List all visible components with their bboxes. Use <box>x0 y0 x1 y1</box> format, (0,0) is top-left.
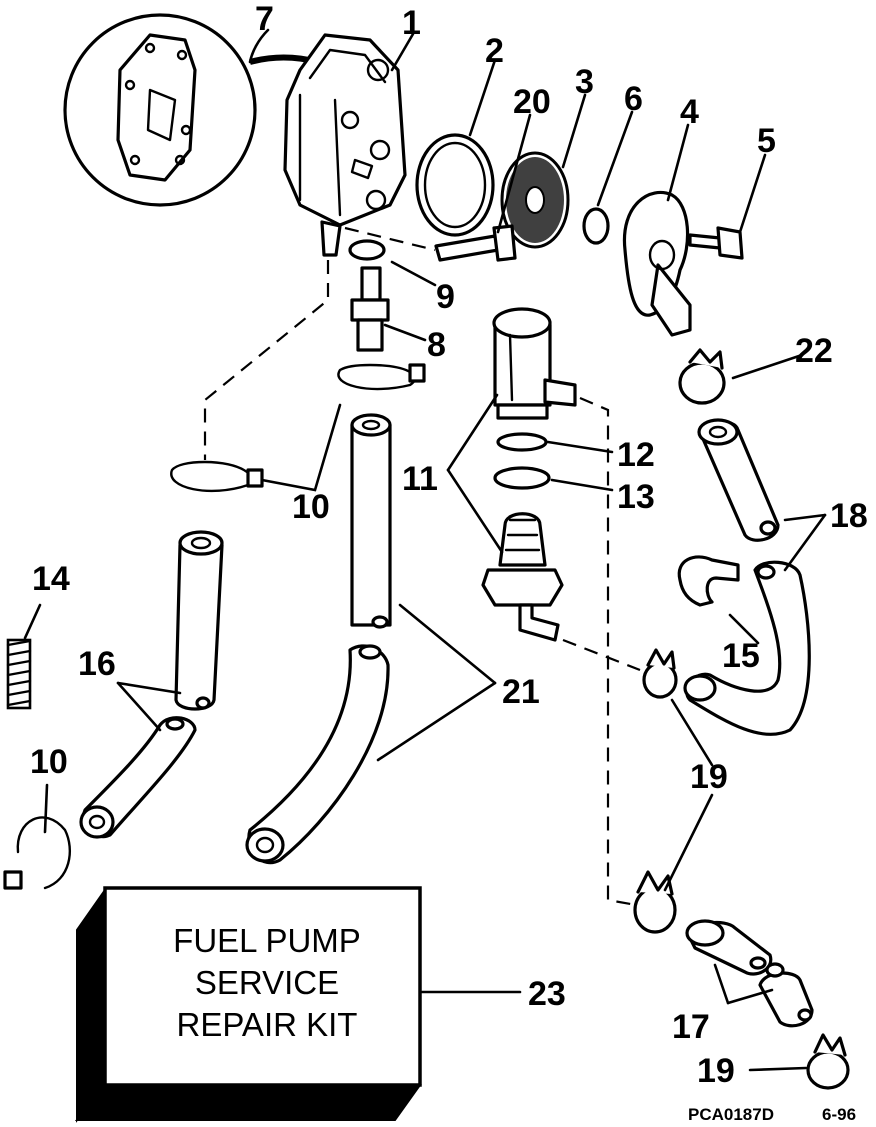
large-o-ring <box>415 133 495 237</box>
kit-label-line3: REPAIR KIT <box>177 1006 358 1043</box>
callout-numbers: 1 2 3 20 6 4 5 7 9 8 10 11 12 13 14 16 2… <box>30 0 868 1090</box>
pump-mount-screw <box>434 224 517 262</box>
spring <box>6 638 32 710</box>
hose-bracket <box>677 555 740 607</box>
fuel-hose-18-lower <box>683 560 811 736</box>
fuel-hose-16-lower <box>79 716 197 839</box>
callout-15: 15 <box>722 637 760 675</box>
fuel-hose-21-upper <box>350 413 392 629</box>
callout-6: 6 <box>624 80 643 118</box>
fuel-filter-assembly <box>481 307 577 642</box>
callout-23: 23 <box>528 975 566 1013</box>
callout-2: 2 <box>485 32 504 70</box>
fuel-hose-18-upper <box>697 418 780 542</box>
callout-16: 16 <box>78 645 116 683</box>
fuel-hose-16-upper <box>174 530 224 711</box>
diagram-footer: PCA0187D 6-96 <box>688 1105 856 1124</box>
fuel-hose-21-lower <box>245 644 390 865</box>
hose-fitting <box>350 266 390 352</box>
callout-3: 3 <box>575 63 594 101</box>
callout-21: 21 <box>502 673 540 711</box>
callout-5: 5 <box>757 122 776 160</box>
drawing-date: 6-96 <box>822 1105 856 1124</box>
callout-18: 18 <box>830 497 868 535</box>
cable-strap-lower <box>170 460 264 493</box>
callout-10-upper: 10 <box>292 488 330 526</box>
repair-kit-box: FUEL PUMP SERVICE REPAIR KIT <box>74 886 422 1123</box>
drawing-code: PCA0187D <box>688 1105 774 1124</box>
fuel-pump-body <box>283 33 407 257</box>
kit-label-line2: SERVICE <box>195 964 339 1001</box>
hose-clip-9 <box>348 239 386 261</box>
cable-strap-upper <box>337 363 426 391</box>
callout-8: 8 <box>427 326 446 364</box>
callout-19-upper: 19 <box>690 758 728 796</box>
hose-clamp-19-upper <box>642 648 678 699</box>
callout-12: 12 <box>617 436 655 474</box>
callout-19-lower: 19 <box>697 1052 735 1090</box>
callout-17: 17 <box>672 1008 710 1046</box>
kit-label-line1: FUEL PUMP <box>173 922 361 959</box>
hose-clamp-22 <box>678 348 726 405</box>
leader-lines <box>23 28 827 1072</box>
cover-screw <box>688 226 744 260</box>
callout-11: 11 <box>402 460 438 498</box>
callout-13: 13 <box>617 478 655 516</box>
hose-clamp-19-lower <box>806 1033 850 1090</box>
callout-4: 4 <box>680 93 699 131</box>
callout-22: 22 <box>795 332 833 370</box>
filter-screen <box>500 151 570 249</box>
callout-1: 1 <box>402 4 421 42</box>
callout-9: 9 <box>436 278 455 316</box>
pump-cover <box>622 190 692 337</box>
callout-7: 7 <box>255 0 274 38</box>
callout-10-lower: 10 <box>30 743 68 781</box>
callout-14: 14 <box>32 560 70 598</box>
callout-20: 20 <box>513 83 551 121</box>
cable-strap-left <box>3 816 72 890</box>
small-o-ring <box>582 207 610 245</box>
gasket-detail-circle <box>63 13 319 207</box>
fuel-hose-17-upper <box>685 919 773 976</box>
fuel-hose-17-lower <box>758 962 814 1028</box>
assembly-lines <box>203 226 641 907</box>
